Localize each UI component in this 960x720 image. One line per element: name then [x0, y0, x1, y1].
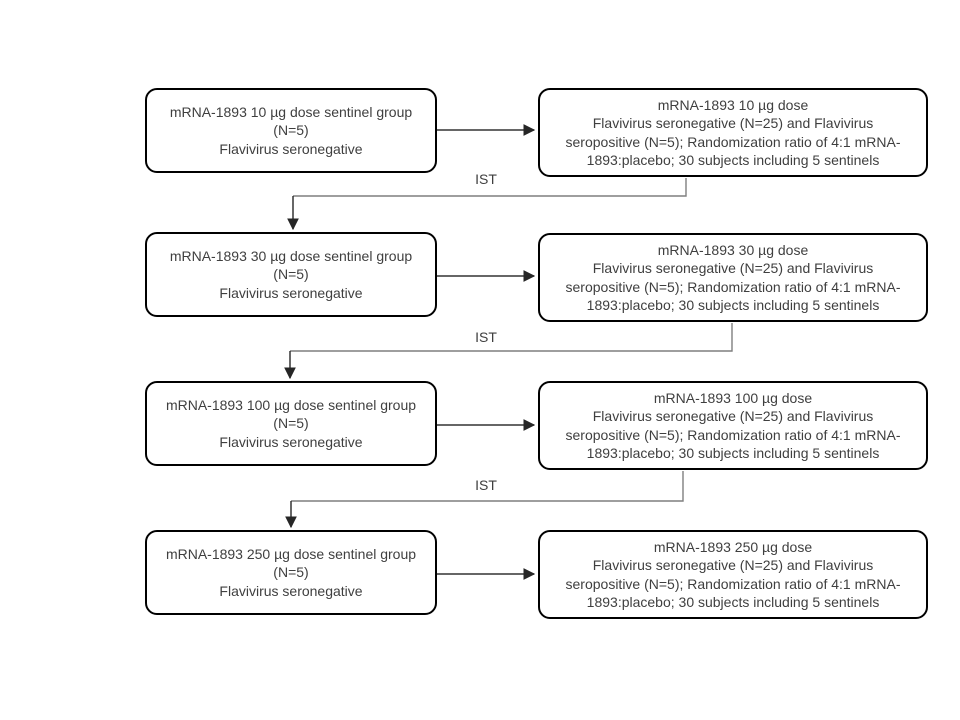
expansion-box-row3-line3: 1893:placebo; 30 subjects including 5 se…	[586, 445, 880, 461]
expansion-box-row1-line2: seropositive (N=5); Randomization ratio …	[565, 133, 901, 150]
expansion-box-row1: mRNA-1893 10 µg dose Flavivirus seronega…	[538, 88, 928, 177]
sentinel-box-row2-line1: mRNA-1893 30 µg dose sentinel group	[169, 247, 413, 264]
sentinel-box-row1-line1: mRNA-1893 10 µg dose sentinel group	[169, 103, 413, 120]
sentinel-box-row2-line2: (N=5)	[273, 266, 309, 283]
expansion-box-row3: mRNA-1893 100 µg dose Flavivirus seroneg…	[538, 381, 928, 470]
expansion-box-row3-line2: seropositive (N=5); Randomization ratio …	[565, 426, 901, 443]
sentinel-box-row4-line3: Flavivirus seronegative	[219, 582, 363, 599]
ist-label-2: IST	[475, 329, 497, 345]
expansion-box-row4-line1: Flavivirus seronegative (N=25) and Flavi…	[592, 557, 874, 573]
expansion-box-row3-line1: Flavivirus seronegative (N=25) and Flavi…	[592, 408, 874, 424]
expansion-box-row2-line1: Flavivirus seronegative (N=25) and Flavi…	[592, 260, 874, 276]
expansion-box-row2-title: mRNA-1893 30 µg dose	[657, 241, 809, 258]
expansion-box-row2-line3: 1893:placebo; 30 subjects including 5 se…	[586, 297, 880, 313]
expansion-box-row1-line1: Flavivirus seronegative (N=25) and Flavi…	[592, 115, 874, 131]
expansion-box-row4-line2: seropositive (N=5); Randomization ratio …	[565, 575, 901, 592]
expansion-box-row4-title: mRNA-1893 250 µg dose	[653, 538, 813, 555]
sentinel-box-row4-line2: (N=5)	[273, 564, 309, 581]
sentinel-box-row4: mRNA-1893 250 µg dose sentinel group (N=…	[145, 530, 437, 615]
ist-label-3: IST	[475, 477, 497, 493]
sentinel-box-row1-line2: (N=5)	[273, 122, 309, 139]
expansion-box-row1-line3: 1893:placebo; 30 subjects including 5 se…	[586, 152, 880, 168]
ist-label-1: IST	[475, 171, 497, 187]
expansion-box-row3-title: mRNA-1893 100 µg dose	[653, 389, 813, 406]
expansion-box-row2-line2: seropositive (N=5); Randomization ratio …	[565, 278, 901, 295]
expansion-box-row4-line3: 1893:placebo; 30 subjects including 5 se…	[586, 594, 880, 610]
sentinel-box-row1-line3: Flavivirus seronegative	[219, 140, 363, 157]
sentinel-box-row2-line3: Flavivirus seronegative	[219, 284, 363, 301]
expansion-box-row4: mRNA-1893 250 µg dose Flavivirus seroneg…	[538, 530, 928, 619]
sentinel-box-row2: mRNA-1893 30 µg dose sentinel group (N=5…	[145, 232, 437, 317]
sentinel-box-row3-line1: mRNA-1893 100 µg dose sentinel group	[165, 396, 417, 413]
sentinel-box-row4-line1: mRNA-1893 250 µg dose sentinel group	[165, 545, 417, 562]
sentinel-box-row1: mRNA-1893 10 µg dose sentinel group (N=5…	[145, 88, 437, 173]
expansion-box-row1-title: mRNA-1893 10 µg dose	[657, 96, 809, 113]
sentinel-box-row3-line2: (N=5)	[273, 415, 309, 432]
expansion-box-row2: mRNA-1893 30 µg dose Flavivirus seronega…	[538, 233, 928, 322]
sentinel-box-row3-line3: Flavivirus seronegative	[219, 433, 363, 450]
sentinel-box-row3: mRNA-1893 100 µg dose sentinel group (N=…	[145, 381, 437, 466]
